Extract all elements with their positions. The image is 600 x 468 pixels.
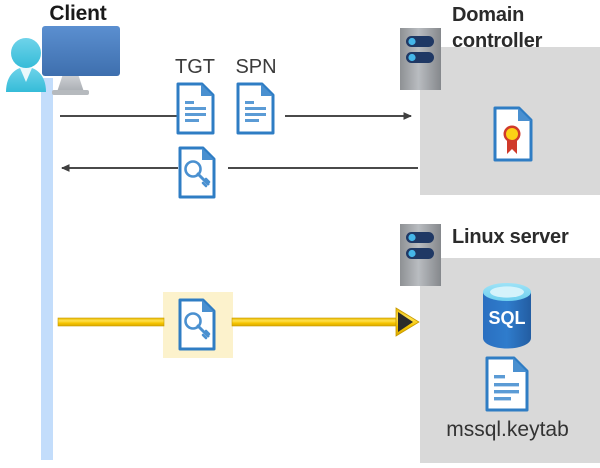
server-rack-icon-linux [400, 224, 441, 286]
spn-label: SPN [235, 56, 277, 78]
keytab-filename-label: mssql.keytab [446, 418, 569, 441]
domain-controller-label-line2: controller [452, 30, 543, 52]
domain-controller-label-line1: Domain [452, 4, 525, 26]
sql-database-icon: SQL [483, 283, 531, 349]
linux-server-label: Linux server [452, 226, 569, 248]
text-document-icon-spn [236, 82, 275, 135]
user-computer-icon [6, 26, 120, 95]
key-document-icon-response [178, 146, 216, 199]
svg-text:SQL: SQL [488, 308, 525, 328]
domain-controller-label: Domain controller [452, 2, 592, 54]
text-document-icon-tgt [176, 82, 215, 135]
client-label: Client [49, 2, 107, 25]
key-document-icon-service-ticket [178, 298, 216, 351]
tgt-label: TGT [175, 56, 215, 78]
certificate-document-icon [493, 106, 533, 162]
keytab-document-icon [485, 356, 529, 412]
server-rack-icon-dc [400, 28, 441, 90]
flow-service-ticket-arrow [57, 307, 420, 337]
client-lifeline [41, 78, 53, 460]
